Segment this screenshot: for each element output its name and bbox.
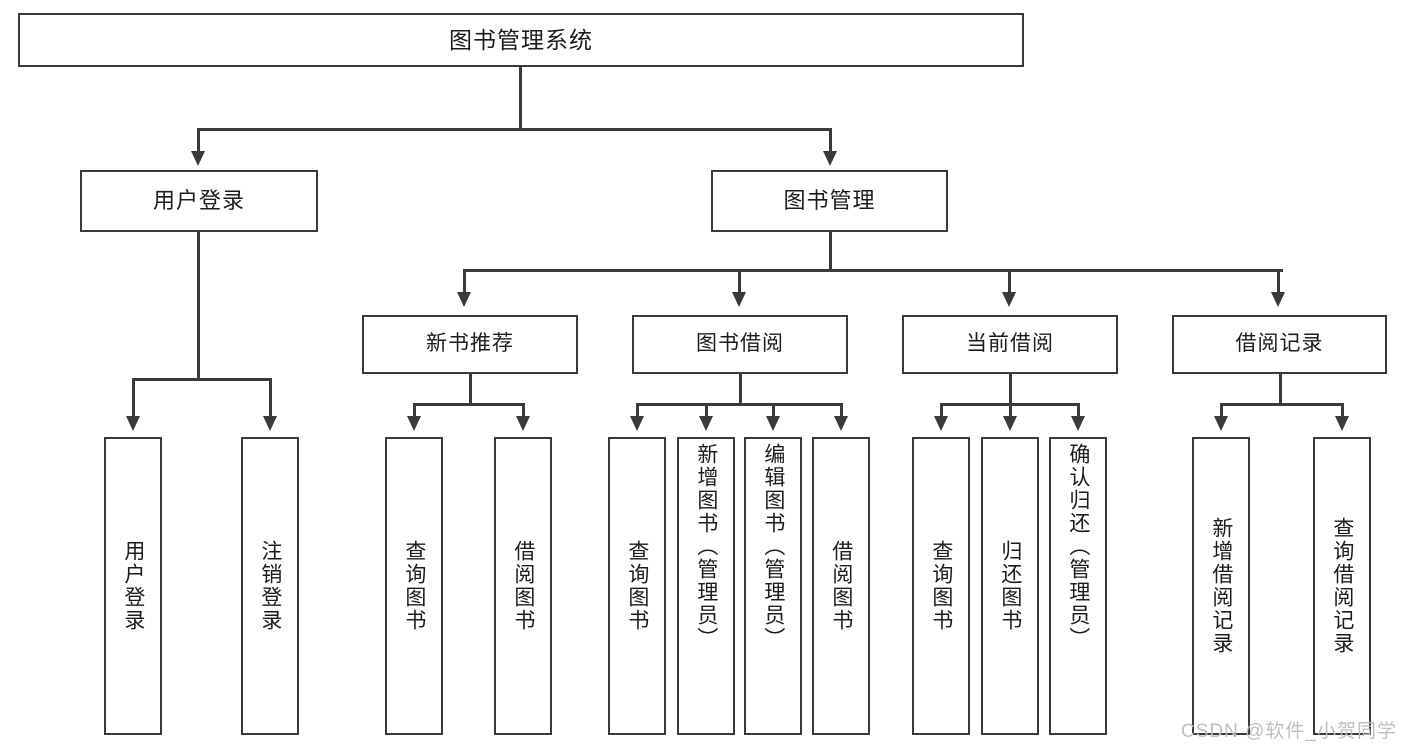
connector-borrow-leaf2 [705,403,708,418]
node-label: 图书管理 [783,188,876,214]
leaf-new-book-query[interactable]: 查询图书 [385,437,443,735]
connector-user-leaf1 [132,378,135,418]
connector-current-leaf1 [940,403,943,418]
connector-root-bus [197,128,831,131]
connector-root-stem [519,67,522,130]
arrowhead-borrow-leaf3 [766,416,780,431]
node-book-management[interactable]: 图书管理 [711,170,948,232]
node-label: 图书借阅 [696,332,784,356]
leaf-label: 新增图书（管理员） [694,443,718,650]
leaf-label: 用户登录 [121,540,145,632]
leaf-label: 借阅图书 [511,540,535,632]
arrowhead-book-to-newbook [457,292,471,307]
leaf-label: 查询图书 [929,540,953,632]
arrowhead-record-leaf1 [1214,416,1228,431]
connector-record-bus [1220,403,1342,406]
node-label: 图书管理系统 [449,26,593,53]
connector-borrow-leaf3 [772,403,775,418]
connector-borrow-stem [739,374,742,405]
leaf-label: 编辑图书（管理员） [761,443,785,650]
arrowhead-root-to-book [823,151,837,166]
node-label: 借阅记录 [1235,332,1324,356]
connector-user-bus [132,378,271,381]
connector-newbook-leaf1 [413,403,416,418]
leaf-current-borrow-return[interactable]: 归还图书 [981,437,1039,735]
arrowhead-book-to-borrow [732,292,746,307]
node-borrow-record[interactable]: 借阅记录 [1172,315,1387,374]
connector-newbook-bus [413,403,525,406]
leaf-label: 借阅图书 [829,540,853,632]
leaf-label: 查询图书 [402,540,426,632]
connector-book-stem [829,232,832,271]
arrowhead-newbook-leaf1 [407,416,421,431]
connector-borrow-leaf4 [840,403,843,418]
connector-record-leaf2 [1341,403,1344,418]
leaf-current-borrow-query[interactable]: 查询图书 [912,437,970,735]
leaf-label: 归还图书 [998,540,1022,632]
leaf-borrow-record-add[interactable]: 新增借阅记录 [1192,437,1250,735]
leaf-label: 查询图书 [625,540,649,632]
node-user-login[interactable]: 用户登录 [80,170,318,232]
leaf-book-borrow-add[interactable]: 新增图书（管理员） [677,437,735,735]
arrowhead-current-leaf3 [1071,416,1085,431]
connector-user-leaf2 [269,378,272,418]
arrowhead-borrow-leaf2 [699,416,713,431]
arrowhead-book-to-record [1271,292,1285,307]
arrowhead-user-leaf2 [263,416,277,431]
node-label: 新书推荐 [426,332,514,356]
arrowhead-root-to-user [191,151,205,166]
leaf-user-login-logout[interactable]: 注销登录 [241,437,299,735]
leaf-book-borrow-edit[interactable]: 编辑图书（管理员） [744,437,802,735]
leaf-book-borrow-query[interactable]: 查询图书 [608,437,666,735]
connector-book-to-borrow [738,269,741,294]
leaf-borrow-record-query[interactable]: 查询借阅记录 [1313,437,1371,735]
connector-user-stem [197,232,200,380]
node-book-borrow[interactable]: 图书借阅 [632,315,848,374]
leaf-label: 注销登录 [258,540,282,632]
connector-root-to-book [829,128,832,153]
connector-record-leaf1 [1220,403,1223,418]
node-new-book-recommend[interactable]: 新书推荐 [362,315,578,374]
node-label: 当前借阅 [966,332,1054,356]
leaf-label: 查询借阅记录 [1330,517,1354,655]
node-label: 用户登录 [152,188,245,214]
connector-newbook-stem [469,374,472,405]
connector-current-leaf3 [1077,403,1080,418]
leaf-label: 新增借阅记录 [1209,517,1233,655]
leaf-new-book-borrow[interactable]: 借阅图书 [494,437,552,735]
arrowhead-borrow-leaf1 [630,416,644,431]
connector-borrow-leaf1 [636,403,639,418]
arrowhead-current-leaf1 [934,416,948,431]
connector-book-bus [463,269,1283,272]
connector-book-to-record [1277,269,1280,294]
connector-book-to-current [1008,269,1011,294]
arrowhead-current-leaf2 [1003,416,1017,431]
node-root-system[interactable]: 图书管理系统 [18,13,1024,67]
arrowhead-newbook-leaf2 [516,416,530,431]
arrowhead-user-leaf1 [126,416,140,431]
arrowhead-record-leaf2 [1335,416,1349,431]
connector-current-leaf2 [1009,403,1012,418]
connector-book-to-newbook [463,269,466,294]
leaf-user-login-login[interactable]: 用户登录 [104,437,162,735]
arrowhead-book-to-current [1002,292,1016,307]
connector-borrow-bus [636,403,842,406]
leaf-current-borrow-confirm[interactable]: 确认归还（管理员） [1049,437,1107,735]
connector-newbook-leaf2 [522,403,525,418]
node-current-borrow[interactable]: 当前借阅 [902,315,1118,374]
leaf-book-borrow-borrow[interactable]: 借阅图书 [812,437,870,735]
arrowhead-borrow-leaf4 [834,416,848,431]
leaf-label: 确认归还（管理员） [1066,443,1090,650]
connector-current-stem [1009,374,1012,405]
connector-record-stem [1279,374,1282,405]
connector-root-to-user [197,128,200,153]
